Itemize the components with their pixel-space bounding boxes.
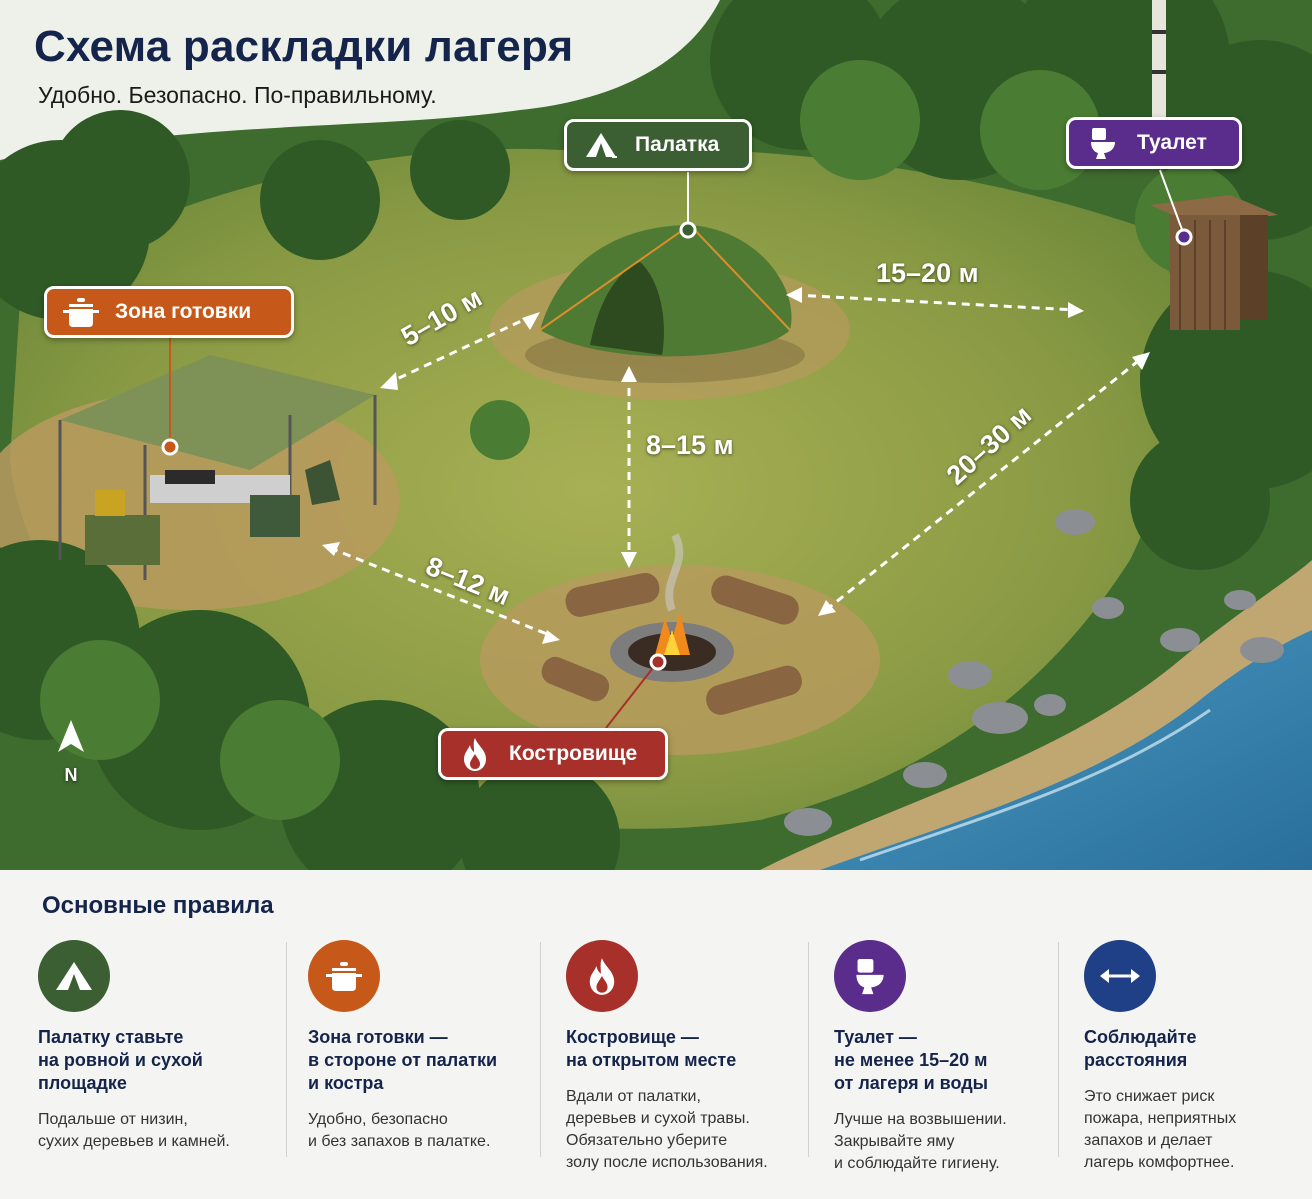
page-title: Схема раскладки лагеря: [34, 22, 574, 71]
fire-icon: [455, 734, 495, 774]
compass-label: N: [64, 765, 78, 785]
callout-cooking-label: Зона готовки: [115, 300, 252, 323]
pot-icon: [326, 962, 362, 991]
rule-fire-text: Вдали от палатки, деревьев и сухой травы…: [566, 1088, 768, 1171]
rule-divider: [808, 942, 809, 1157]
rule-distance-badge: [1084, 940, 1156, 1012]
toilet-icon: [1083, 123, 1123, 163]
callout-tent-label: Палатка: [635, 133, 720, 156]
rule-toilet-text: Лучше на возвышении. Закрывайте яму и со…: [834, 1111, 1007, 1172]
rule-fire: Кострoвище — на открытом месте Вдали от …: [566, 940, 796, 1174]
callout-tent: Палатка: [564, 119, 752, 171]
rule-cooking-badge: [308, 940, 380, 1012]
rule-fire-heading: Кострoвище — на открытом месте: [566, 1027, 737, 1070]
pot-icon: [61, 292, 101, 332]
rule-cooking-heading: Зона готовки — в стороне от палатки и ко…: [308, 1027, 498, 1093]
rule-divider: [540, 942, 541, 1157]
rule-toilet: Туалет — не менее 15–20 м от лагеря и во…: [834, 940, 1044, 1175]
distance-tent-toilet: 15–20 м: [876, 258, 979, 288]
tent-illustration: [525, 223, 805, 383]
callout-toilet: Туалет: [1066, 117, 1242, 169]
rule-tent: Палатку ставьте на ровной и сухой площад…: [38, 940, 268, 1153]
callout-cooking: Зона готовки: [44, 286, 294, 338]
callout-leaders: [161, 169, 1193, 729]
callout-toilet-label: Туалет: [1137, 131, 1207, 154]
rules-section: Основные правила Палатку ставьте на ровн…: [0, 870, 1312, 1199]
rule-fire-badge: [566, 940, 638, 1012]
rule-distance: Соблюдайте расстояния Это снижает риск п…: [1084, 940, 1284, 1174]
tent-icon: [581, 125, 621, 165]
distance-arrows: [329, 293, 1143, 638]
compass: N: [56, 718, 86, 786]
cooking-area-illustration: [58, 355, 377, 580]
callout-fire: Костровище: [438, 728, 668, 780]
rule-distance-text: Это снижает риск пожара, неприятных запа…: [1084, 1088, 1237, 1171]
fire-icon: [589, 958, 615, 995]
north-arrow-icon: [58, 720, 84, 752]
fire-pit-illustration: [541, 533, 802, 715]
rule-cooking-text: Удобно, безопасно и без запахов в палатк…: [308, 1111, 491, 1150]
rule-tent-heading: Палатку ставьте на ровной и сухой площад…: [38, 1027, 203, 1093]
rule-toilet-badge: [834, 940, 906, 1012]
rule-divider: [286, 942, 287, 1157]
rule-tent-text: Подальше от низин, сухих деревьев и камн…: [38, 1111, 230, 1150]
distance-tent-fire: 8–15 м: [646, 430, 734, 460]
page-subtitle: Удобно. Безопасно. По-правильному.: [38, 82, 437, 108]
camp-scene: Схема раскладки лагеря Удобно. Безопасно…: [0, 0, 1312, 870]
arrows-icon: [1100, 969, 1140, 983]
tent-icon: [56, 962, 92, 990]
rule-divider: [1058, 942, 1059, 1157]
rule-tent-badge: [38, 940, 110, 1012]
rules-title: Основные правила: [42, 892, 274, 919]
toilet-illustration: [1150, 195, 1278, 330]
callout-fire-label: Костровище: [509, 742, 638, 765]
rule-toilet-heading: Туалет — не менее 15–20 м от лагеря и во…: [834, 1027, 989, 1093]
rule-cooking: Зона готовки — в стороне от палатки и ко…: [308, 940, 528, 1153]
rule-distance-heading: Соблюдайте расстояния: [1084, 1027, 1197, 1070]
toilet-icon: [856, 959, 884, 995]
